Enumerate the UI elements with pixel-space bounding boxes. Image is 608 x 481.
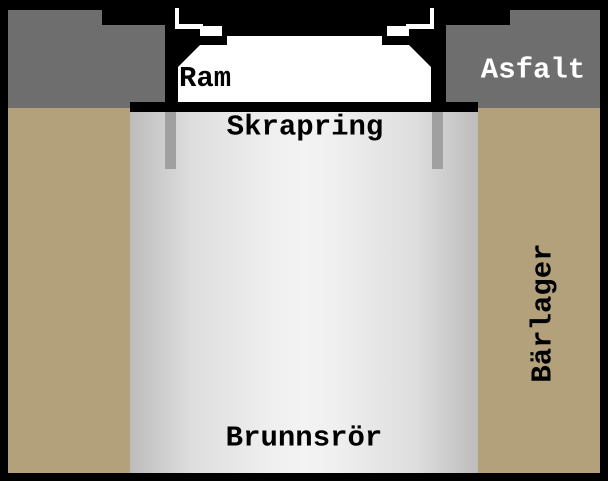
well-pipe-label: Brunnsrör xyxy=(225,421,383,455)
lid-seat-left xyxy=(200,26,222,36)
asphalt-layer-left xyxy=(8,10,165,108)
base-layer-label: Bärlager xyxy=(526,243,560,383)
well-pipe xyxy=(130,108,478,473)
base-layer-right xyxy=(478,108,600,473)
asphalt-label: Asfalt xyxy=(480,53,586,87)
base-layer-left xyxy=(8,108,130,473)
frame-cross-section xyxy=(178,36,431,102)
scraper-ring-label: Skrapring xyxy=(226,110,384,144)
lid-seat-right xyxy=(387,26,409,36)
lid-outline-left-vertical xyxy=(175,8,179,29)
scraper-ring-wall-left xyxy=(165,112,176,169)
lid-outline-left-horizontal xyxy=(175,24,203,29)
frame-flange-bar xyxy=(130,102,478,112)
lid-outline-right-vertical xyxy=(430,8,434,29)
asphalt-layer-right xyxy=(446,10,600,108)
lid-outline-right-horizontal xyxy=(406,24,434,29)
frame-label: Ram xyxy=(179,62,232,95)
scraper-ring-wall-right xyxy=(432,112,443,169)
